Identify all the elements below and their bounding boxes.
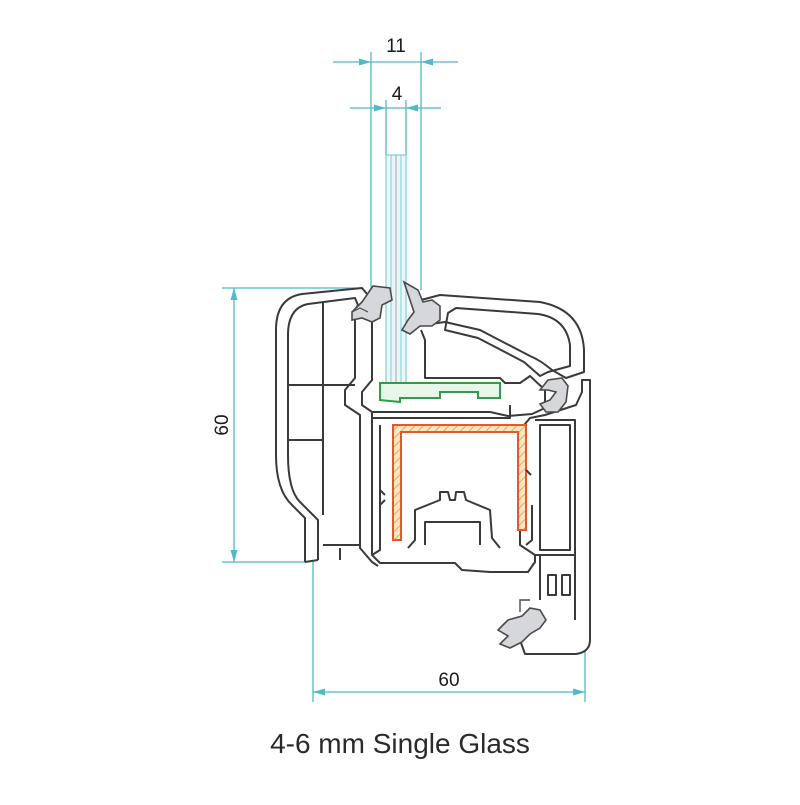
frame-inner-chambers (371, 405, 576, 620)
sash-gasket (538, 377, 569, 413)
glazing-block (379, 382, 501, 404)
dimension-4: 4 (350, 84, 441, 155)
dimension-60-vertical-label: 60 (212, 414, 233, 435)
dimension-11: 11 (333, 36, 458, 290)
steel-reinforcement (392, 424, 527, 541)
dimension-60-vertical: 60 (212, 287, 362, 563)
drawing-caption: 4-6 mm Single Glass (270, 728, 530, 759)
sash-profile (372, 294, 585, 417)
frame-profile (275, 287, 591, 655)
dimension-4-label: 4 (392, 84, 403, 105)
dimension-11-label: 11 (386, 36, 406, 57)
dimension-60-horizontal-label: 60 (438, 670, 459, 691)
frame-gasket (496, 599, 547, 649)
dimension-60-horizontal: 60 (312, 560, 586, 702)
glazing-gasket-outer (351, 285, 393, 323)
glazing-gasket-inner (400, 280, 441, 335)
glass-pane (385, 154, 407, 386)
